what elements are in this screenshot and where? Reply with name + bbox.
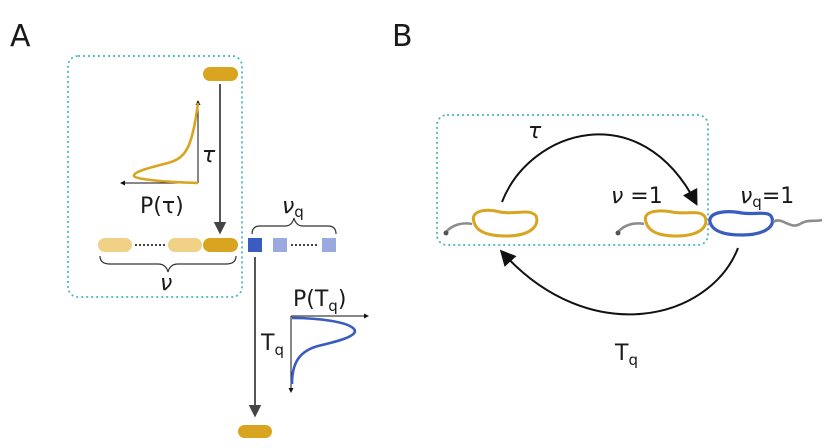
tau-label: τ [202,143,216,168]
nu-label: ν [160,271,172,296]
b-t-q-label: Tq [614,341,638,369]
nu-eq-label: ν =1 [611,184,663,209]
bottom-gold-segment [238,425,272,438]
nu-q-brace [251,217,337,235]
top-gold-segment [203,67,238,81]
blue-loop [708,210,774,237]
p-tq-curve [290,316,357,385]
blue-square-light-2 [322,238,336,252]
left-grey-tail [445,222,473,233]
panel-a-dotted-box [67,55,243,298]
nu-brace [99,255,237,273]
gold-segment-current [203,238,238,252]
nu-q-eq-label: νq=1 [740,184,794,211]
panel-b-dotted-box [436,114,709,246]
middle-tail-end [615,230,621,236]
right-grey-tail [772,218,823,227]
p-tau-label: P(τ) [140,194,184,219]
panel-b-letter: B [392,19,413,54]
p-tq-label: P(Tq) [293,287,346,315]
light-gold-segment-2 [168,238,202,252]
panel-a-letter: A [10,19,31,54]
b-tau-label: τ [528,119,542,144]
tau-arc-arrow [501,133,698,206]
nu-q-label: νq [282,194,304,221]
light-gold-segment-1 [98,238,132,252]
t-q-arc-arrow [499,247,739,316]
left-gold-loop [471,208,539,238]
blue-square-dark [248,238,262,252]
blue-square-light-1 [273,238,287,252]
middle-gold-loop [643,209,708,238]
panel-b: B τ ν =1 νq=1 Tq [392,19,823,369]
t-q-label: Tq [260,331,284,359]
p-tau-curve [132,102,200,185]
panel-a: A τ P(τ) ν νq Tq [10,19,369,438]
left-tail-end [443,230,449,236]
middle-grey-tail [617,222,645,233]
